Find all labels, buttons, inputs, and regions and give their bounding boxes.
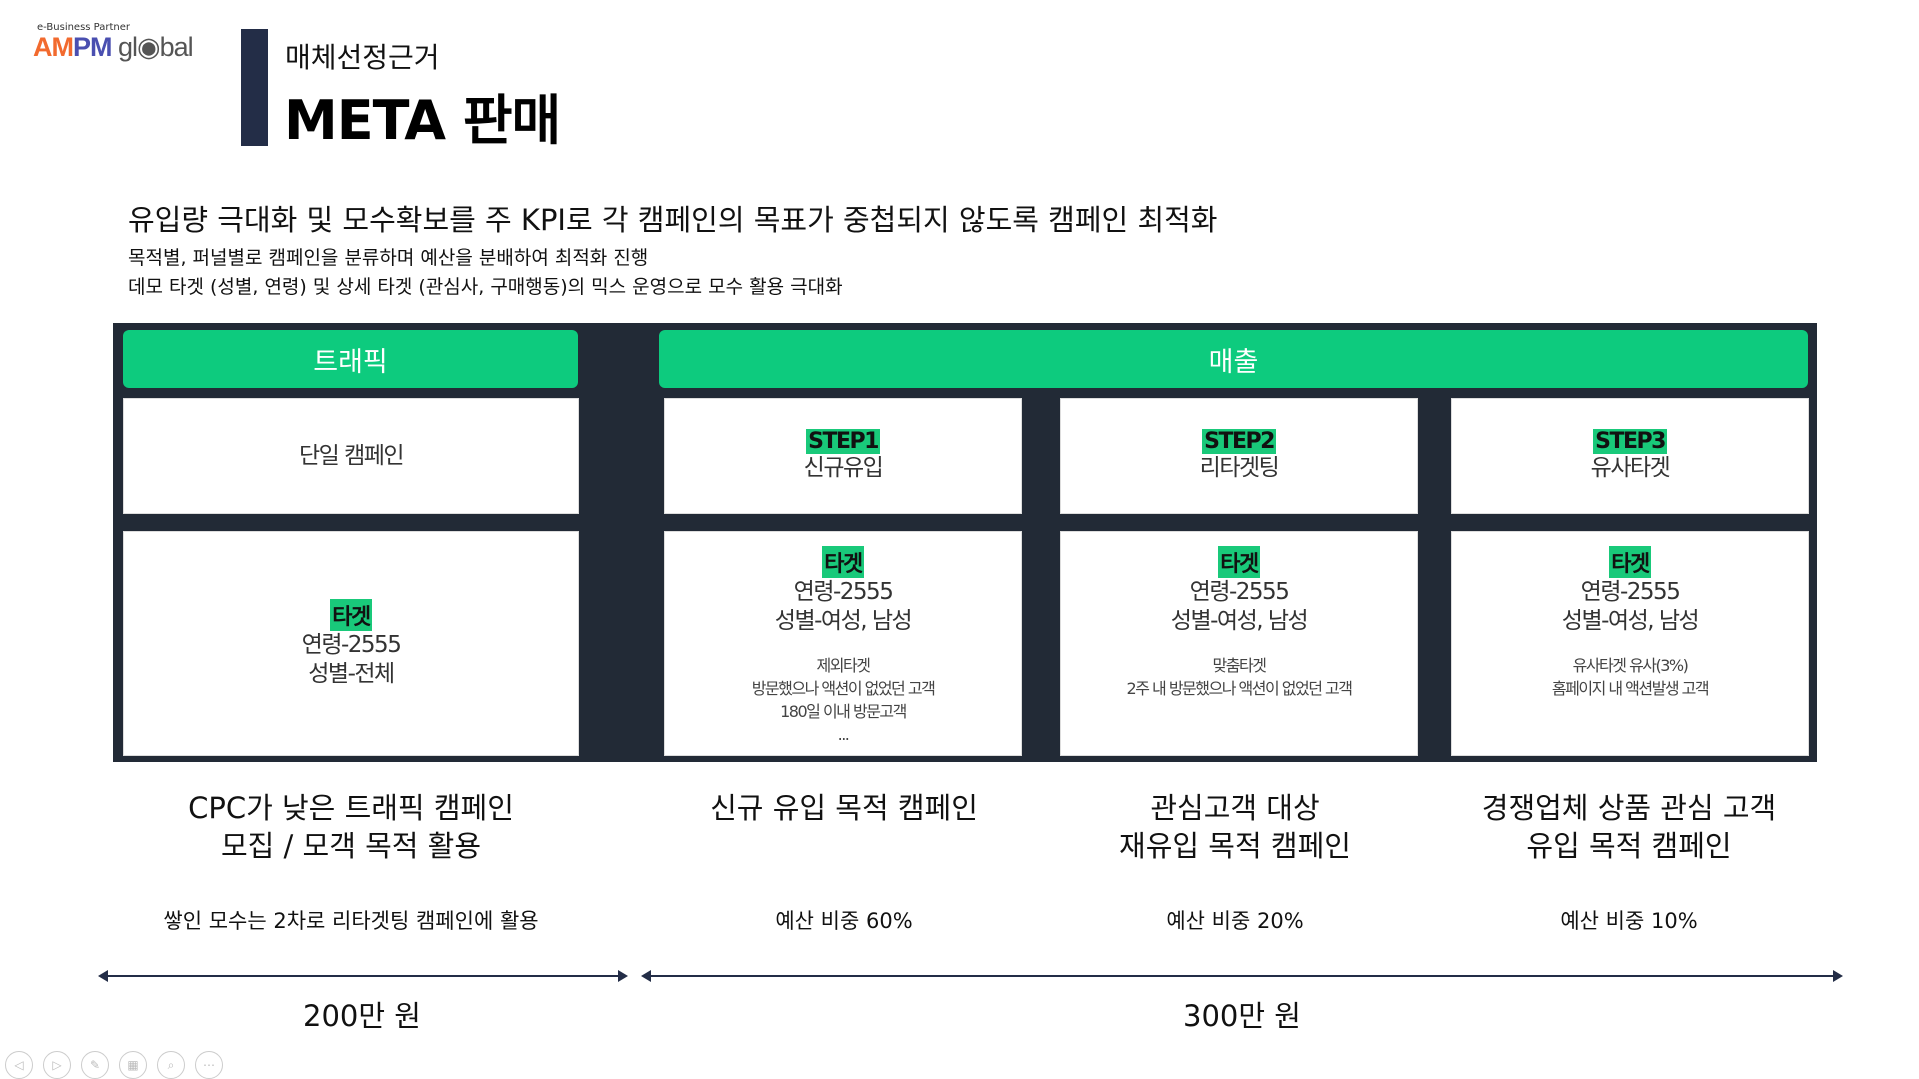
- target-detail: 180일 이내 방문고객: [780, 702, 907, 721]
- target-detail: 유사타겟 유사(3%): [1572, 656, 1689, 675]
- campaign-box-step3: STEP3 유사타겟: [1451, 398, 1809, 514]
- range-arrow-traffic: [98, 970, 628, 982]
- target-age: 연령-2555: [1189, 579, 1290, 605]
- campaign-name: 단일 캠페인: [298, 442, 405, 469]
- page-title: META 판매: [284, 89, 561, 152]
- intro-line: 목적별, 퍼널별로 캠페인을 분류하며 예산을 분배하여 최적화 진행: [128, 247, 649, 269]
- pen-icon[interactable]: ✎: [81, 1051, 109, 1079]
- target-box-traffic: 타겟 연령-2555 성별-전체: [123, 531, 579, 756]
- headline: 유입량 극대화 및 모수확보를 주 KPI로 각 캠페인의 목표가 중첩되지 않…: [128, 203, 1218, 237]
- target-gender: 성별-여성, 남성: [1170, 608, 1309, 634]
- slides-grid-icon[interactable]: ▦: [119, 1051, 147, 1079]
- target-label: 타겟: [1609, 546, 1651, 578]
- budget-share-step3: 예산 비중 10%: [1560, 909, 1698, 933]
- budget-share-step2: 예산 비중 20%: [1166, 909, 1304, 933]
- target-label: 타겟: [1218, 546, 1260, 578]
- group-header-traffic: 트래픽: [123, 330, 578, 388]
- title-accent-bar: [241, 29, 268, 146]
- caption-step1: 신규 유입 목적 캠페인: [710, 791, 978, 825]
- campaign-box-step1: STEP1 신규유입: [664, 398, 1022, 514]
- target-detail: 홈페이지 내 액션발생 고객: [1551, 679, 1710, 698]
- amount-traffic: 200만 원: [303, 999, 421, 1033]
- next-slide-icon[interactable]: ▷: [43, 1051, 71, 1079]
- campaign-box-step2: STEP2 리타겟팅: [1060, 398, 1418, 514]
- target-box-step2: 타겟 연령-2555 성별-여성, 남성 맞춤타겟 2주 내 방문했으나 액션이…: [1060, 531, 1418, 756]
- range-arrow-sales: [641, 970, 1843, 982]
- target-gender: 성별-여성, 남성: [1561, 608, 1700, 634]
- target-label: 타겟: [330, 598, 372, 631]
- target-detail: 제외타겟: [816, 656, 871, 675]
- step-badge: STEP2: [1202, 429, 1276, 454]
- previous-slide-icon[interactable]: ◁: [5, 1051, 33, 1079]
- zoom-icon[interactable]: ⌕: [157, 1051, 185, 1079]
- logo: AMPM gl◉bal: [33, 32, 194, 62]
- logo-tagline: e-Business Partner: [37, 22, 131, 33]
- target-detail: ...: [837, 725, 850, 744]
- target-box-step3: 타겟 연령-2555 성별-여성, 남성 유사타겟 유사(3%) 홈페이지 내 …: [1451, 531, 1809, 756]
- campaign-name: 유사타겟: [1590, 455, 1671, 481]
- budget-note-traffic: 쌓인 모수는 2차로 리타겟팅 캠페인에 활용: [163, 909, 539, 933]
- more-options-icon[interactable]: ⋯: [195, 1051, 223, 1079]
- group-header-sales: 매출: [659, 330, 1808, 388]
- intro-line: 데모 타겟 (성별, 연령) 및 상세 타겟 (관심사, 구매행동)의 믹스 운…: [128, 276, 843, 298]
- amount-sales: 300만 원: [1183, 999, 1301, 1033]
- target-age: 연령-2555: [793, 579, 894, 605]
- page-subtitle: 매체선정근거: [285, 41, 440, 74]
- target-gender: 성별-전체: [308, 660, 395, 687]
- campaign-name: 신규유입: [803, 455, 884, 481]
- target-detail: 2주 내 방문했으나 액션이 없었던 고객: [1126, 679, 1353, 698]
- campaign-name: 리타겟팅: [1199, 455, 1280, 481]
- target-label: 타겟: [822, 546, 864, 578]
- step-badge: STEP3: [1593, 429, 1667, 454]
- target-age: 연령-2555: [1580, 579, 1681, 605]
- target-gender: 성별-여성, 남성: [774, 608, 913, 634]
- campaign-box-traffic: 단일 캠페인: [123, 398, 579, 514]
- target-detail: 방문했으나 액션이 없었던 고객: [751, 679, 936, 698]
- target-box-step1: 타겟 연령-2555 성별-여성, 남성 제외타겟 방문했으나 액션이 없었던 …: [664, 531, 1022, 756]
- budget-share-step1: 예산 비중 60%: [775, 909, 913, 933]
- target-age: 연령-2555: [301, 631, 402, 658]
- step-badge: STEP1: [806, 429, 880, 454]
- target-detail: 맞춤타겟: [1212, 656, 1267, 675]
